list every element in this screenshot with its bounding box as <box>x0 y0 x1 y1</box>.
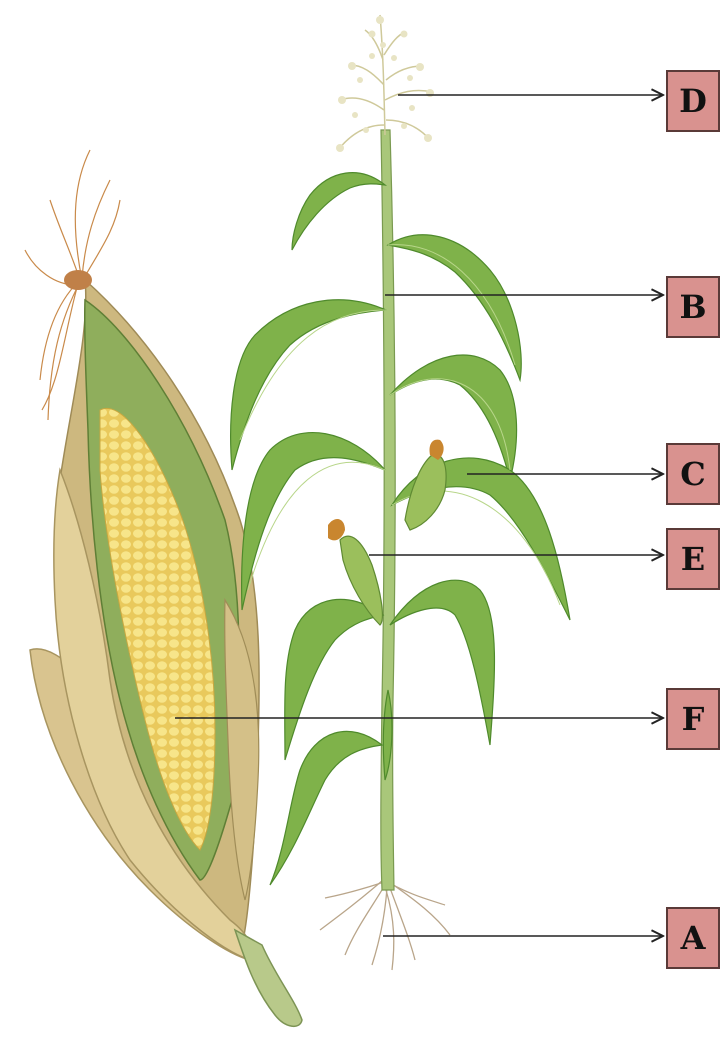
roots <box>320 880 450 970</box>
leaf-f-right <box>390 580 494 745</box>
label-e: E <box>666 528 720 590</box>
silk-tuft <box>64 270 92 290</box>
label-b: B <box>666 276 720 338</box>
label-d: D <box>666 70 720 132</box>
leaves <box>231 173 570 885</box>
tassel <box>338 15 432 150</box>
label-f: F <box>666 688 720 750</box>
cob-stem <box>235 930 302 1026</box>
label-a: A <box>666 907 720 969</box>
maize-plant <box>231 15 570 970</box>
corn-cob <box>25 150 302 1026</box>
ear-e-silk <box>328 519 345 540</box>
label-c: C <box>666 443 720 505</box>
leaf-top-left <box>292 173 385 250</box>
